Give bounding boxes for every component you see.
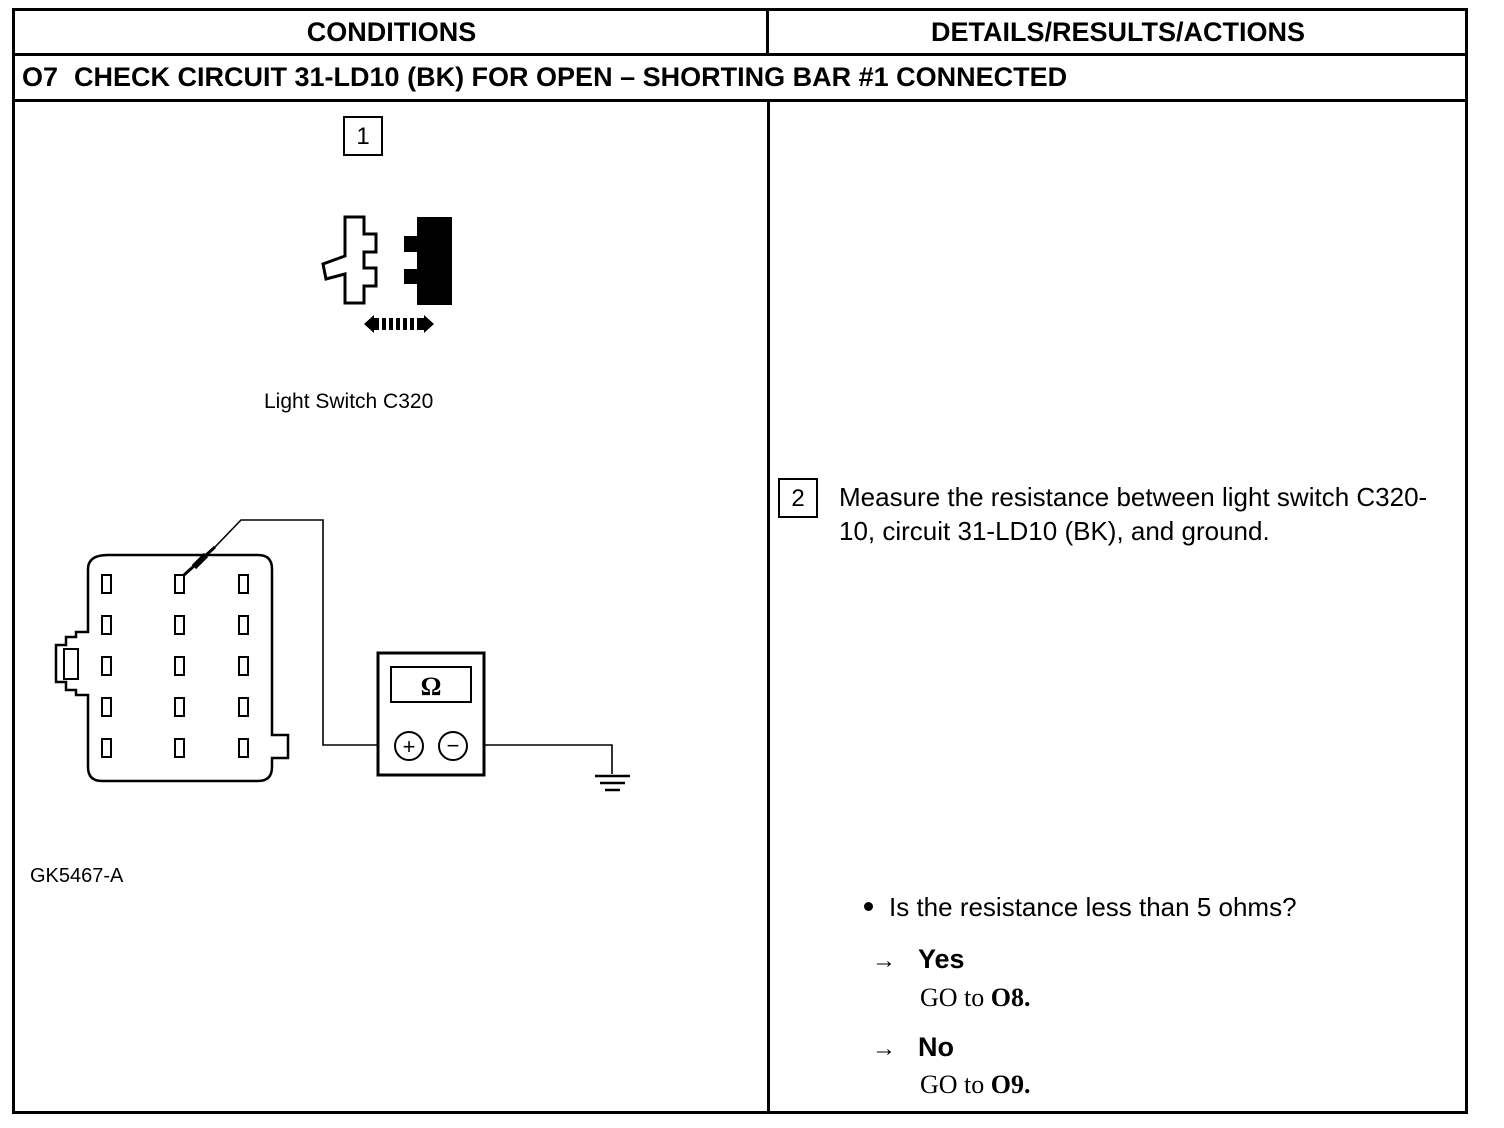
yes-answer: → Yes xyxy=(872,944,965,975)
details-header: DETAILS/RESULTS/ACTIONS xyxy=(930,17,1305,47)
table-header-row: CONDITIONS DETAILS/RESULTS/ACTIONS xyxy=(15,11,1465,56)
right-arrow-icon: → xyxy=(872,947,896,974)
step-number: O7 xyxy=(22,62,59,92)
question-text: Is the resistance less than 5 ohms? xyxy=(889,892,1297,922)
yes-goto-target: O8. xyxy=(990,983,1031,1012)
step-title-row: O7 CHECK CIRCUIT 31-LD10 (BK) FOR OPEN – … xyxy=(15,56,1465,102)
step-title: O7 CHECK CIRCUIT 31-LD10 (BK) FOR OPEN – … xyxy=(22,56,1067,99)
conditions-header: CONDITIONS xyxy=(306,17,477,47)
no-answer: → No xyxy=(872,1032,954,1063)
plus-terminal-label: + xyxy=(403,734,416,759)
question-item: Is the resistance less than 5 ohms? xyxy=(864,892,1297,923)
no-label: No xyxy=(918,1032,954,1062)
connector-disconnect-icon xyxy=(321,215,452,333)
procedure-table: CONDITIONS DETAILS/RESULTS/ACTIONS O7 CHE… xyxy=(12,8,1468,1114)
yes-goto: GO to O8. xyxy=(920,983,1031,1013)
minus-terminal-label: − xyxy=(447,733,460,758)
yes-goto-prefix: GO to xyxy=(920,983,985,1012)
no-goto-target: O9. xyxy=(990,1070,1031,1099)
ground-icon xyxy=(595,774,630,792)
connector-caption: Light Switch C320 xyxy=(264,390,434,413)
column-divider-body xyxy=(767,102,770,1111)
step-title-text: CHECK CIRCUIT 31-LD10 (BK) FOR OPEN – SH… xyxy=(74,62,1068,92)
figure-id: GK5467-A xyxy=(30,865,124,887)
double-arrow-icon xyxy=(364,315,434,333)
right-arrow-icon: → xyxy=(872,1035,896,1062)
column-divider-header xyxy=(766,11,769,53)
connector-face-icon: Ω + − xyxy=(54,519,630,792)
no-goto: GO to O9. xyxy=(920,1070,1031,1100)
no-goto-prefix: GO to xyxy=(920,1070,985,1099)
step-1-box: 1 xyxy=(343,116,383,156)
instruction-text: Measure the resistance between light swi… xyxy=(839,482,1428,546)
ohm-symbol: Ω xyxy=(421,672,442,701)
bullet-icon xyxy=(864,901,873,911)
yes-label: Yes xyxy=(918,944,965,974)
ohmmeter-icon: Ω + − xyxy=(376,651,486,777)
step-2-box: 2 xyxy=(778,478,818,518)
